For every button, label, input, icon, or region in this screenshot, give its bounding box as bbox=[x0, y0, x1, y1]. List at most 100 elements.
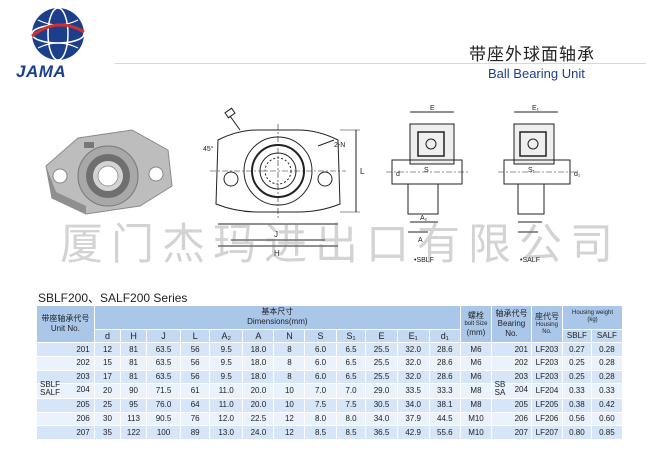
cell-h: 122 bbox=[120, 425, 147, 440]
sblf-caption: •SBLF bbox=[414, 257, 434, 264]
cell-h: 95 bbox=[120, 398, 147, 413]
bearing-number: 201 bbox=[514, 344, 528, 354]
bearing-number: 202 bbox=[514, 358, 528, 368]
cell-e: 25.5 bbox=[365, 369, 398, 385]
cell-s: 7.5 bbox=[304, 398, 337, 413]
cell-bolt: M10 bbox=[459, 425, 493, 440]
unit-number: 201 bbox=[76, 344, 90, 354]
col-e1-header: E₁ bbox=[396, 328, 430, 344]
cell-a2: 11.0 bbox=[209, 383, 244, 400]
cell-d1: 28.6 bbox=[428, 356, 461, 371]
cell-a2: 12.0 bbox=[209, 411, 244, 427]
cell-l: 76 bbox=[180, 411, 211, 427]
cell-a: 18.0 bbox=[242, 342, 275, 358]
cell-s: 8.5 bbox=[304, 425, 337, 440]
cell-s1: 7.5 bbox=[335, 398, 367, 413]
cell-e1: 32.0 bbox=[396, 356, 430, 371]
cell-s: 6.0 bbox=[304, 342, 337, 358]
cell-l: 89 bbox=[180, 425, 211, 440]
dim-d1-label: d₁ bbox=[574, 171, 581, 178]
cell-s: 6.0 bbox=[304, 369, 337, 385]
cell-d1: 44.5 bbox=[428, 411, 461, 427]
col-d1-header: d₁ bbox=[428, 328, 461, 344]
housing-cell: LF203 bbox=[530, 342, 564, 358]
cell-n: 8 bbox=[273, 342, 306, 358]
unit-group-label: SBLF SALF bbox=[39, 380, 60, 398]
cell-l: 64 bbox=[180, 398, 211, 413]
cell-j: 63.5 bbox=[145, 342, 182, 358]
unit-cell: 207 bbox=[36, 425, 95, 440]
col-s1-header: S₁ bbox=[335, 328, 367, 344]
unit-cell: 206 bbox=[36, 411, 95, 427]
cell-e1: 32.0 bbox=[396, 342, 430, 358]
col-l-header: L bbox=[180, 328, 211, 344]
weight-salf-cell: 0.42 bbox=[590, 398, 624, 413]
col-e-header: E bbox=[365, 328, 398, 344]
cell-h: 113 bbox=[120, 411, 147, 427]
cell-e1: 32.0 bbox=[396, 369, 430, 385]
globe-icon bbox=[31, 7, 85, 61]
cell-d1: 55.6 bbox=[428, 425, 461, 440]
col-j-header: J bbox=[145, 328, 182, 344]
cell-bolt: M6 bbox=[459, 356, 493, 371]
cell-e: 29.0 bbox=[365, 383, 398, 400]
cell-s1: 6.5 bbox=[335, 369, 367, 385]
unit-number: 203 bbox=[76, 372, 90, 382]
cell-e: 34.0 bbox=[365, 411, 398, 427]
housing-cell: LF206 bbox=[530, 411, 564, 427]
dim-j-label: J bbox=[274, 230, 278, 239]
cell-n: 12 bbox=[273, 411, 306, 427]
cell-l: 56 bbox=[180, 356, 211, 371]
weight-salf-cell: 0.28 bbox=[590, 356, 624, 371]
cell-j: 100 bbox=[145, 425, 182, 440]
dim-h-label: H bbox=[274, 249, 280, 258]
cell-e: 25.5 bbox=[365, 342, 398, 358]
bearing-cell: 201 bbox=[491, 342, 532, 358]
unit-number: 205 bbox=[76, 400, 90, 410]
housing-cell: LF205 bbox=[530, 398, 564, 413]
front-view-drawing bbox=[210, 107, 360, 247]
col-h-header: H bbox=[120, 328, 147, 344]
cell-a2: 9.5 bbox=[209, 356, 244, 371]
bottom-edge bbox=[0, 440, 662, 459]
weight-sblf-cell: 0.25 bbox=[562, 356, 592, 371]
cell-s1: 8.0 bbox=[335, 411, 367, 427]
unit-number: 202 bbox=[76, 358, 90, 368]
logo-text: JAMA bbox=[16, 62, 67, 81]
bearing-cell: 205 bbox=[491, 398, 532, 413]
cell-bolt: M8 bbox=[459, 383, 493, 400]
weight-sblf-cell: 0.38 bbox=[562, 398, 592, 413]
weight-sblf-cell: 0.80 bbox=[562, 425, 592, 440]
col-a-header: A bbox=[242, 328, 275, 344]
cell-d: 25 bbox=[93, 398, 122, 413]
cell-a2: 13.0 bbox=[209, 425, 244, 440]
cell-d1: 28.6 bbox=[428, 342, 461, 358]
cell-a: 18.0 bbox=[242, 369, 275, 385]
bearing-number: 206 bbox=[514, 414, 528, 424]
cell-j: 63.5 bbox=[145, 356, 182, 371]
unit-number: 206 bbox=[76, 414, 90, 424]
unit-number: 204 bbox=[76, 385, 90, 395]
cell-n: 8 bbox=[273, 369, 306, 385]
cell-s1: 6.5 bbox=[335, 342, 367, 358]
weight-salf-cell: 0.60 bbox=[590, 411, 624, 427]
bearing-number: 203 bbox=[514, 372, 528, 382]
cell-n: 10 bbox=[273, 398, 306, 413]
weight-header: Housing weight(kg) bbox=[562, 305, 623, 330]
cell-e1: 42.9 bbox=[396, 425, 430, 440]
cell-d: 35 bbox=[93, 425, 122, 440]
cell-h: 81 bbox=[120, 369, 147, 385]
bearing-cell: 206 bbox=[491, 411, 532, 427]
weight-salf-cell: 0.85 bbox=[590, 425, 624, 440]
cell-j: 71.5 bbox=[145, 383, 182, 400]
product-photo bbox=[45, 129, 173, 215]
housing-cell: LF204 bbox=[530, 383, 564, 400]
